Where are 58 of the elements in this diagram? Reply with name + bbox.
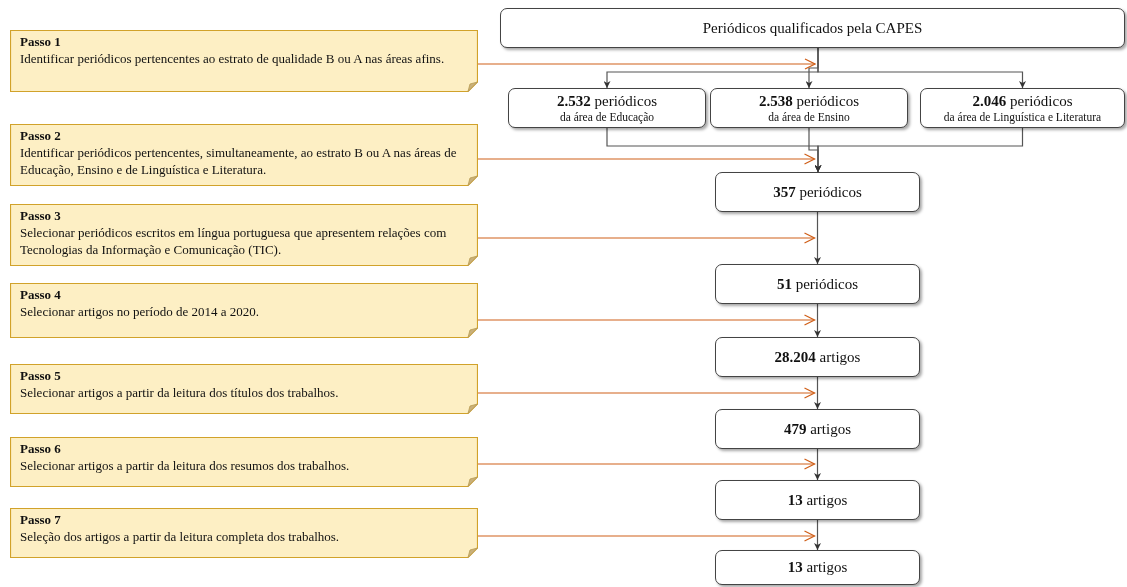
process-box	[710, 88, 908, 128]
step-heading: Passo 3	[20, 207, 62, 224]
arrow	[477, 314, 816, 326]
step-description: Identificar periódicos pertencentes ao estrato de qualidade B ou A nas áreas afins.	[20, 50, 446, 67]
process-box	[715, 264, 920, 304]
count-label: 13 artigos	[787, 491, 848, 509]
area-label: da área de Educação	[559, 109, 655, 124]
step-heading: Passo 2	[20, 127, 62, 144]
count-label: 13 artigos	[787, 559, 848, 576]
step-description: Identificar periódicos pertencentes, simultaneamente, ao estrato B ou A nas áreas de Educação, Ensino e de Linguística e Literatura.	[20, 144, 458, 178]
step-note	[10, 437, 478, 487]
process-box	[920, 88, 1125, 128]
arrow	[814, 376, 821, 410]
count-label: 2.532 periódicos	[557, 92, 657, 110]
step-heading: Passo 4	[20, 286, 62, 303]
step-description: Selecionar artigos a partir da leitura dos títulos dos trabalhos.	[20, 384, 340, 401]
process-box	[508, 88, 706, 128]
step-description: Seleção dos artigos a partir da leitura completa dos trabalhos.	[20, 528, 341, 545]
count-label: 357 periódicos	[773, 183, 862, 201]
count-label: 28.204 artigos	[774, 348, 861, 366]
step-description: Selecionar artigos a partir da leitura dos resumos dos trabalhos.	[20, 457, 351, 474]
step-heading: Passo 7	[20, 511, 62, 528]
step-heading: Passo 1	[20, 33, 62, 50]
arrow	[477, 232, 816, 244]
arrow	[814, 303, 821, 338]
step-note	[10, 204, 478, 266]
step-description: Selecionar artigos no período de 2014 a 2020.	[20, 303, 260, 320]
step-note	[10, 283, 478, 338]
arrow	[477, 387, 816, 399]
step-note	[10, 508, 478, 558]
arrow	[477, 58, 816, 70]
arrow	[477, 530, 816, 542]
step-heading: Passo 6	[20, 440, 62, 457]
count-label: 479 artigos	[783, 420, 852, 438]
area-label: da área de Linguística e Literatura	[943, 109, 1102, 124]
process-box	[715, 172, 920, 212]
arrow	[477, 153, 816, 165]
count-label: Periódicos qualificados pela CAPES	[702, 19, 923, 37]
step-heading: Passo 5	[20, 367, 62, 384]
area-label: da área de Ensino	[768, 109, 850, 124]
process-box	[715, 480, 920, 520]
count-label: 2.538 periódicos	[759, 92, 859, 110]
count-label: 51 periódicos	[776, 275, 859, 293]
process-box	[500, 8, 1125, 48]
process-box	[715, 409, 920, 449]
arrow	[814, 211, 821, 265]
arrow	[814, 519, 821, 551]
arrow	[817, 47, 1026, 89]
step-note	[10, 364, 478, 414]
count-label: 2.046 periódicos	[972, 92, 1073, 110]
arrow	[814, 127, 1024, 173]
process-box	[715, 337, 920, 377]
arrow	[814, 448, 821, 481]
step-note	[10, 30, 478, 92]
step-note	[10, 124, 478, 186]
process-box	[715, 550, 920, 585]
step-description: Selecionar periódicos escritos em língua portuguesa que apresentem relações com Tecnologias da Informação e Comunicação (TIC).	[20, 224, 448, 258]
arrow	[477, 458, 816, 470]
